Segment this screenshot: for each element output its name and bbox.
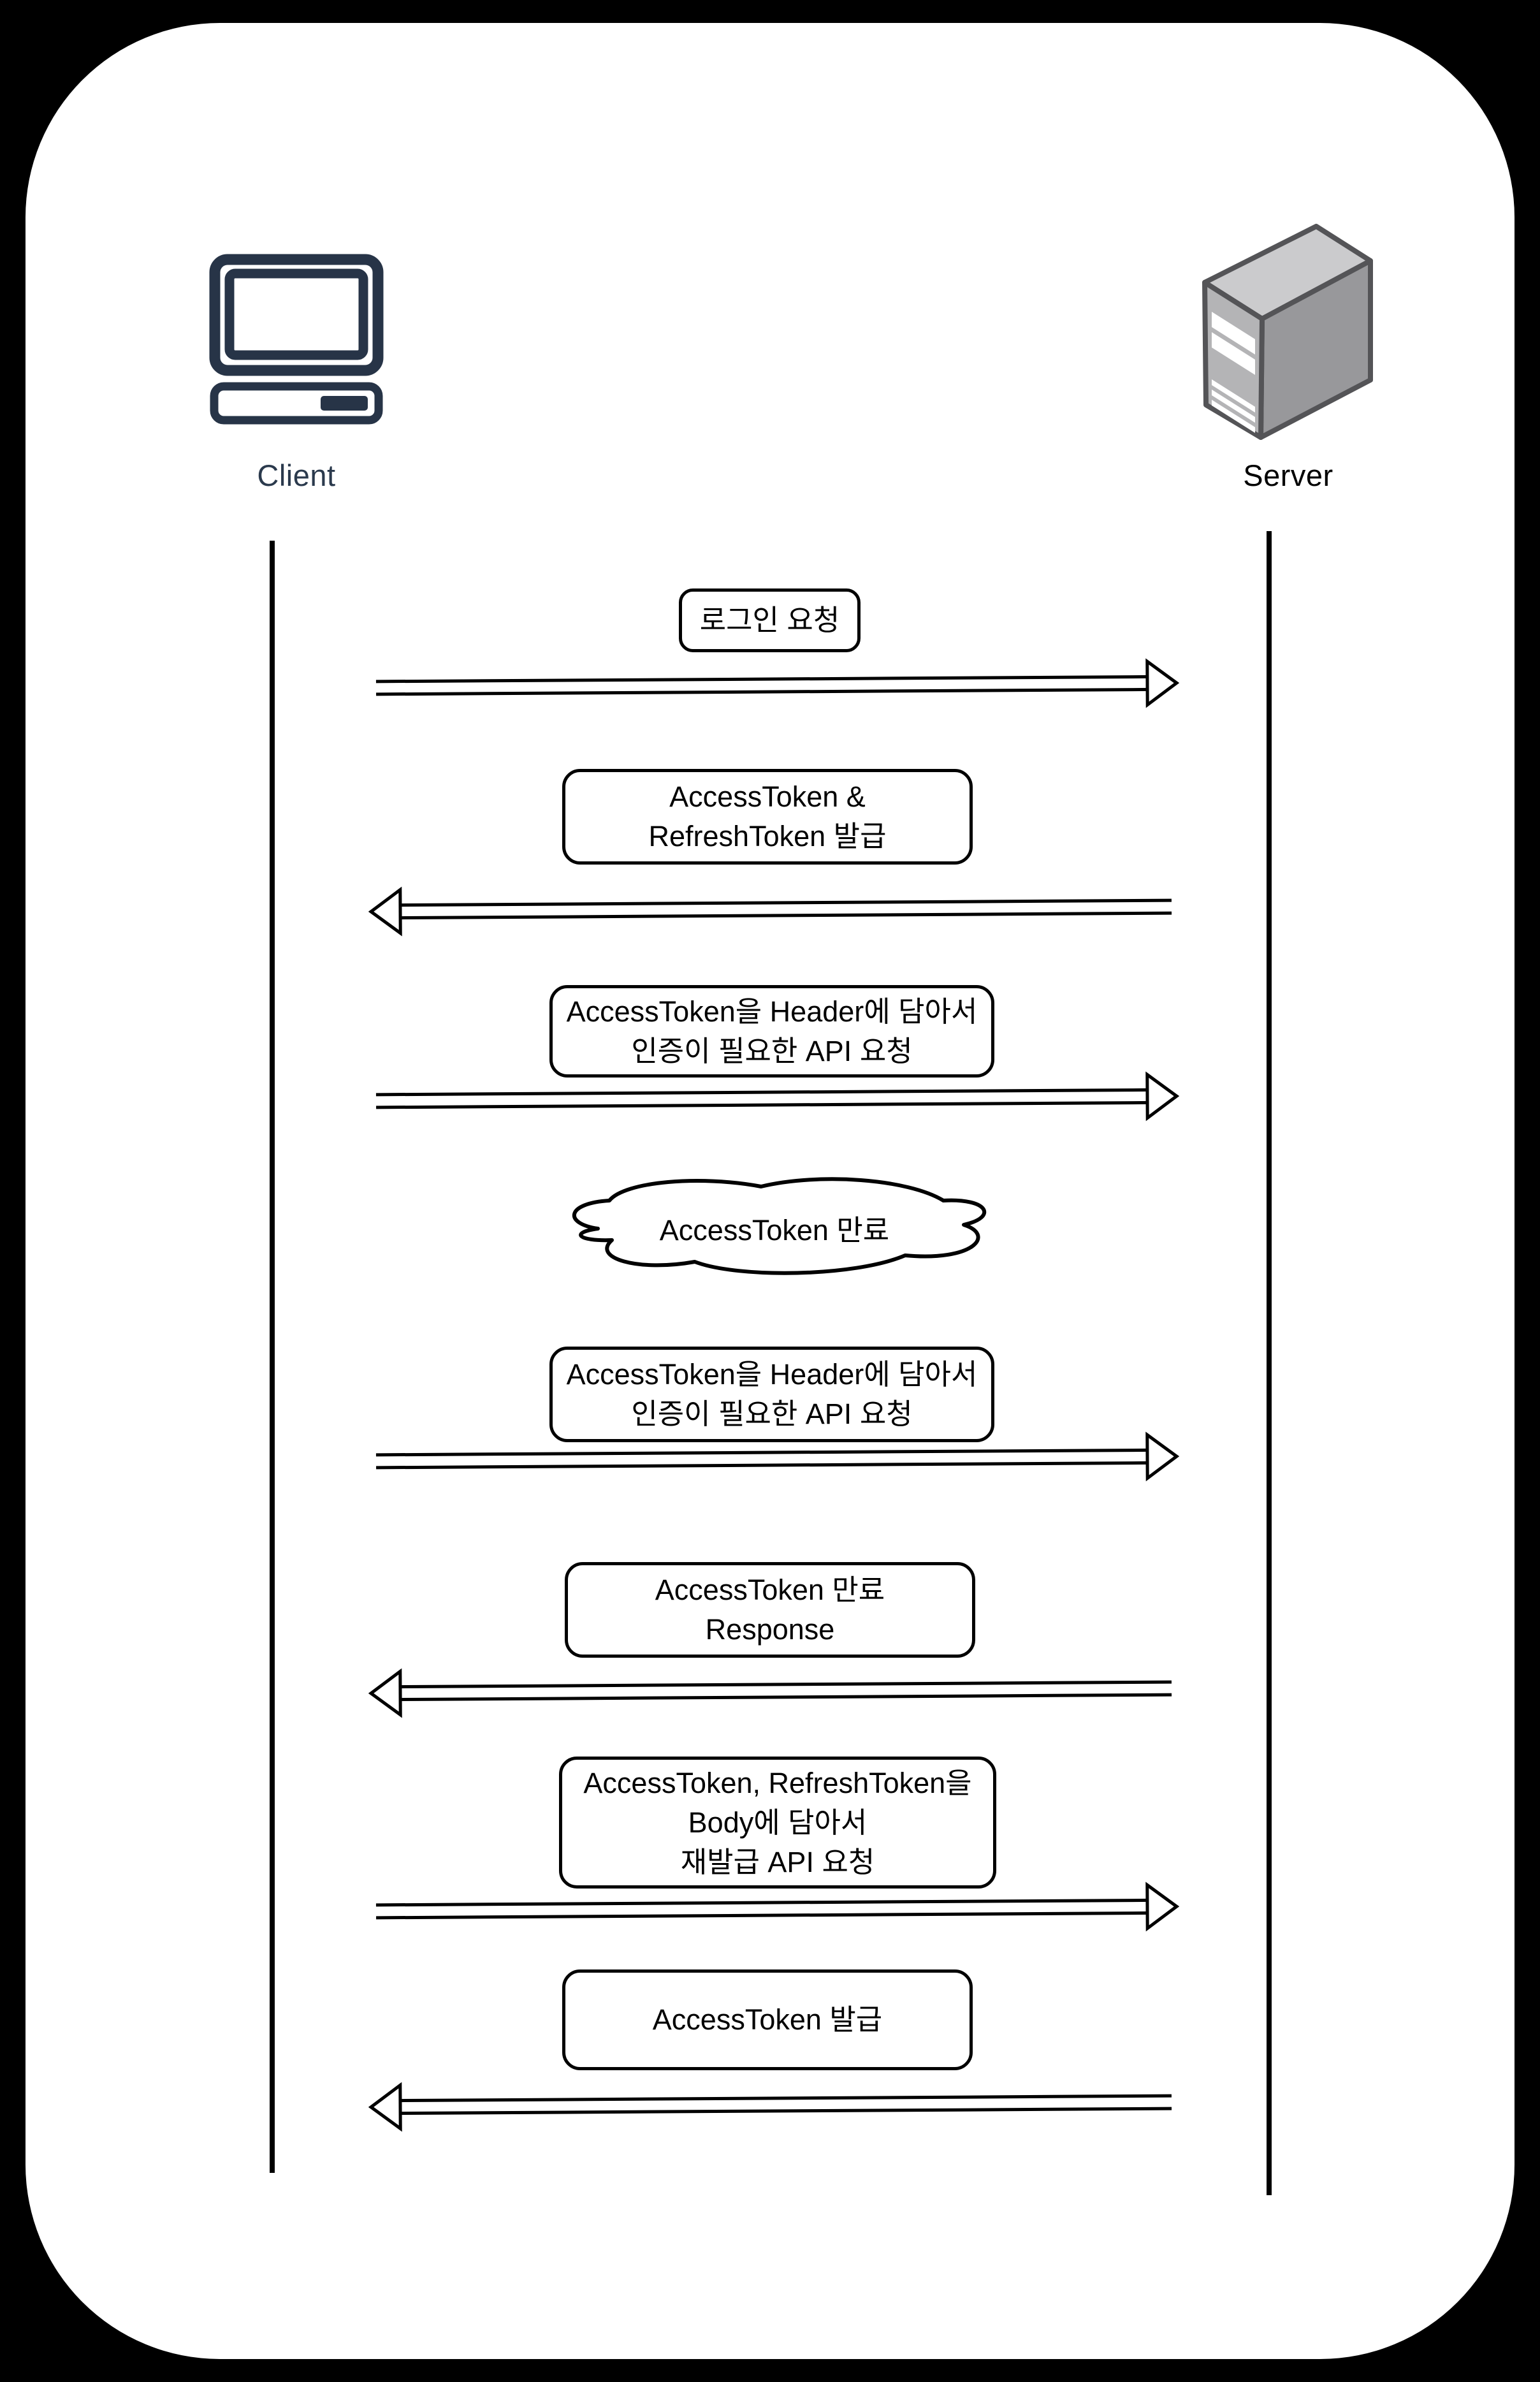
server-slats: [1212, 312, 1255, 433]
arrow-client-to-server: [375, 1881, 1180, 1932]
arrow-client-to-server: [375, 1431, 1180, 1482]
message-box-api-request-2: AccessToken을 Header에 담아서 인증이 필요한 API 요청: [549, 1347, 994, 1442]
cloud-shape: [572, 1177, 987, 1275]
arrow-client-to-server: [375, 1071, 1180, 1122]
arrow-server-to-client: [368, 1668, 1172, 1718]
message-box-reissue-request: AccessToken, RefreshToken을 Body에 담아서 재발급…: [559, 1757, 996, 1889]
message-box-login-request: 로그인 요청: [679, 588, 861, 652]
server-label: Server: [1243, 458, 1333, 492]
message-box-expired-response: AccessToken 만료 Response: [565, 1562, 975, 1658]
arrow-client-to-server: [375, 658, 1180, 708]
diagram-canvas: Client Server 로그인 요청: [25, 23, 1515, 2359]
message-box-api-request-1: AccessToken을 Header에 담아서 인증이 필요한 API 요청: [549, 985, 994, 1078]
actor-client: Client: [208, 246, 385, 501]
computer-icon: [209, 254, 384, 425]
arrow-server-to-client: [368, 2082, 1172, 2132]
arrow-server-to-client: [368, 886, 1172, 937]
lifeline-client: [270, 541, 275, 2173]
cloud-label: AccessToken 만료: [659, 1213, 890, 1246]
lifeline-server: [1267, 531, 1272, 2195]
actor-server: Server: [1202, 224, 1375, 492]
server-tower-icon: [1202, 224, 1373, 440]
cloud-token-expired: AccessToken 만료: [547, 1176, 1002, 1278]
message-box-token-reissued: AccessToken 발급: [562, 1969, 973, 2070]
message-box-token-issue: AccessToken & RefreshToken 발급: [562, 769, 973, 865]
client-label: Client: [257, 458, 336, 492]
